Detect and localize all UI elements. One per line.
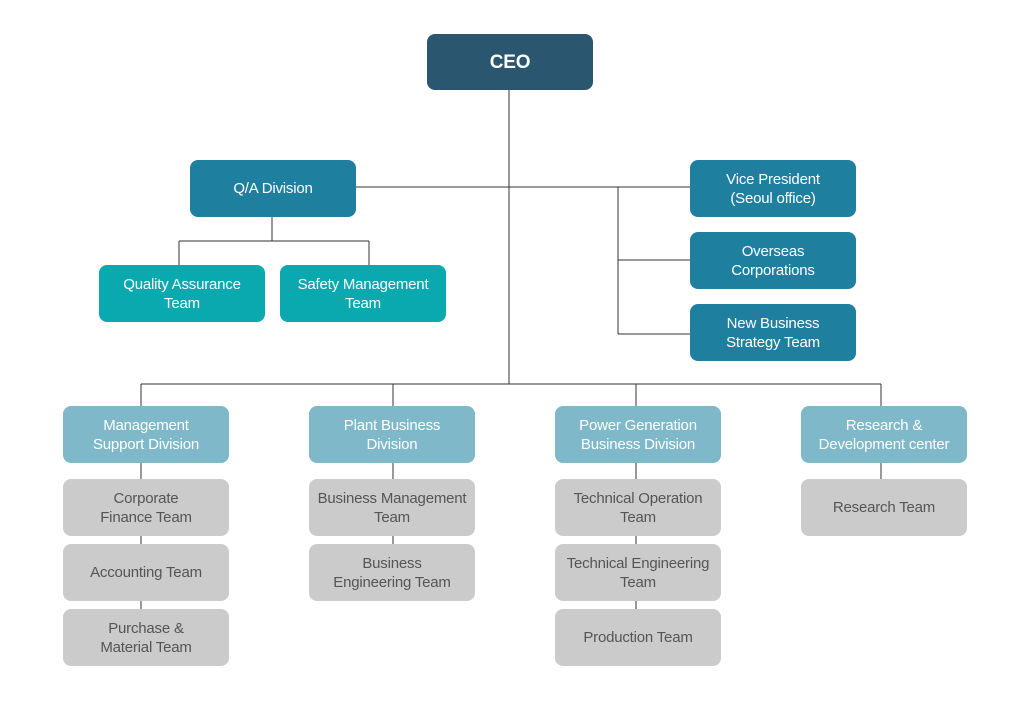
overseas-corporations-box[interactable]: Overseas Corporations	[690, 232, 856, 289]
quality-assurance-team-box[interactable]: Quality Assurance Team	[99, 265, 265, 322]
purchase-material-team-box[interactable]: Purchase & Material Team	[63, 609, 229, 666]
corporate-finance-team-box[interactable]: Corporate Finance Team	[63, 479, 229, 536]
business-engineering-team-box[interactable]: Business Engineering Team	[309, 544, 475, 601]
plant-business-division-box[interactable]: Plant Business Division	[309, 406, 475, 463]
production-team-box[interactable]: Production Team	[555, 609, 721, 666]
new-business-strategy-team-box[interactable]: New Business Strategy Team	[690, 304, 856, 361]
technical-operation-team-box[interactable]: Technical Operation Team	[555, 479, 721, 536]
management-support-division-box[interactable]: Management Support Division	[63, 406, 229, 463]
business-management-team-box[interactable]: Business Management Team	[309, 479, 475, 536]
vice-president-box[interactable]: Vice President (Seoul office)	[690, 160, 856, 217]
ceo-box[interactable]: CEO	[427, 34, 593, 90]
qa-division-box[interactable]: Q/A Division	[190, 160, 356, 217]
rnd-center-box[interactable]: Research & Development center	[801, 406, 967, 463]
power-generation-division-box[interactable]: Power Generation Business Division	[555, 406, 721, 463]
safety-management-team-box[interactable]: Safety Management Team	[280, 265, 446, 322]
technical-engineering-team-box[interactable]: Technical Engineering Team	[555, 544, 721, 601]
research-team-box[interactable]: Research Team	[801, 479, 967, 536]
accounting-team-box[interactable]: Accounting Team	[63, 544, 229, 601]
